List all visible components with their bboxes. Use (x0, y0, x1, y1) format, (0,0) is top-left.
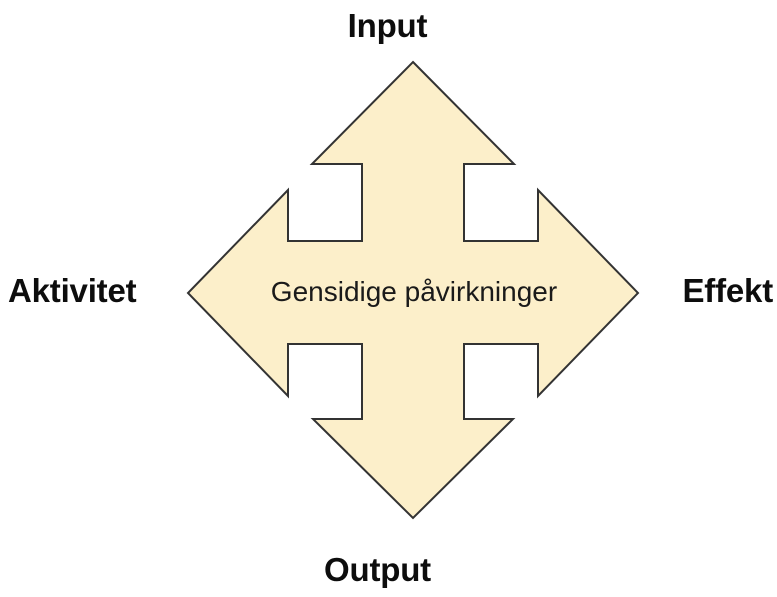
label-effekt: Effekt (682, 272, 774, 309)
label-input: Input (347, 7, 428, 44)
label-output: Output (324, 551, 431, 588)
label-aktivitet: Aktivitet (8, 272, 137, 309)
four-way-arrow-shape (186, 60, 640, 520)
center-label-gensidige-paavirkninger: Gensidige påvirkninger (270, 276, 558, 307)
